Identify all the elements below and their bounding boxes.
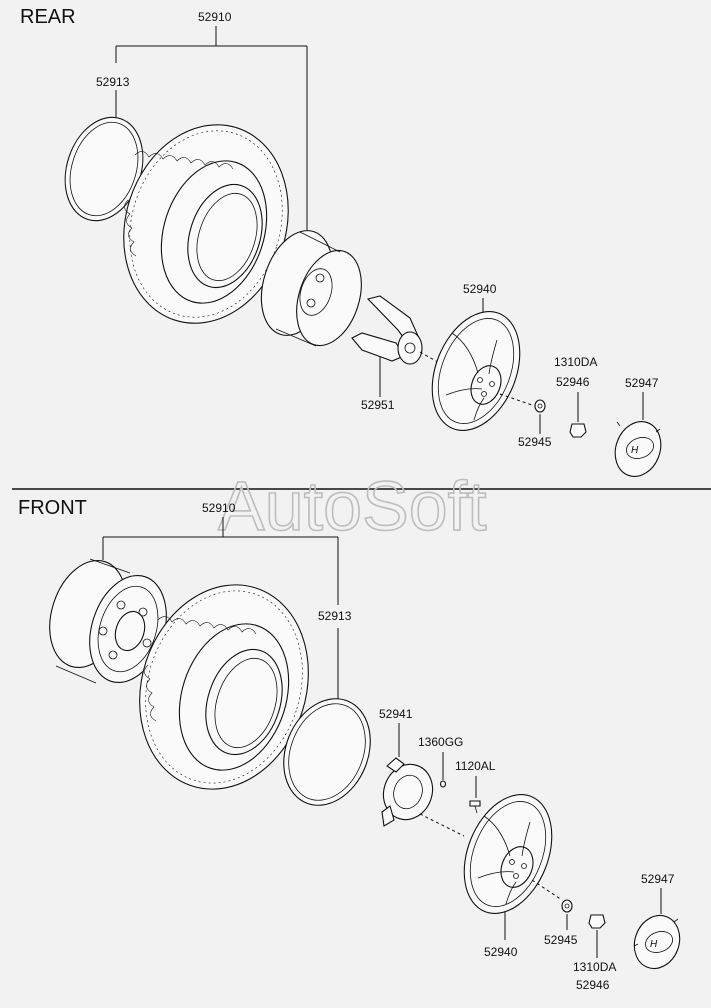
front-label-52941: 52941 bbox=[379, 707, 413, 721]
front-valve-ring bbox=[283, 698, 371, 806]
svg-text:H: H bbox=[631, 445, 639, 456]
front-label-1360GG: 1360GG bbox=[418, 735, 463, 749]
rear-label-52946: 52946 bbox=[556, 375, 590, 389]
front-label-52910: 52910 bbox=[202, 501, 236, 515]
rear-wheel bbox=[260, 230, 362, 347]
front-hub-cap bbox=[463, 794, 553, 914]
front-nut bbox=[588, 914, 606, 929]
rear-hub-cap bbox=[431, 311, 521, 431]
front-label-52940: 52940 bbox=[484, 945, 518, 959]
front-label-52946: 52946 bbox=[576, 978, 610, 992]
rear-tire bbox=[123, 124, 289, 324]
front-screw-1360GG bbox=[439, 780, 447, 788]
front-label-52913: 52913 bbox=[318, 609, 352, 623]
watermark: AutoSoft bbox=[218, 467, 487, 545]
front-leader-52910 bbox=[102, 517, 339, 700]
front-wheel bbox=[49, 558, 167, 684]
rear-label-52910: 52910 bbox=[198, 10, 232, 24]
rear-label-1310DA: 1310DA bbox=[554, 355, 597, 369]
front-bracket bbox=[381, 757, 434, 827]
rear-label-52940: 52940 bbox=[463, 282, 497, 296]
rear-nut bbox=[569, 423, 587, 438]
front-assembly: 52910 52913 bbox=[49, 501, 681, 992]
front-label-52947: 52947 bbox=[641, 872, 675, 886]
front-center-cap: H bbox=[633, 914, 681, 970]
front-tire bbox=[139, 584, 309, 790]
rear-center-cap: H bbox=[614, 421, 662, 477]
front-label-52945: 52945 bbox=[544, 933, 578, 947]
rear-label-52947: 52947 bbox=[625, 376, 659, 390]
front-label-1120AL: 1120AL bbox=[455, 759, 496, 773]
rear-label-52951: 52951 bbox=[361, 398, 395, 412]
rear-bracket bbox=[351, 295, 423, 365]
rear-label-52945: 52945 bbox=[518, 435, 552, 449]
rear-assembly: 52910 52913 bbox=[64, 10, 662, 477]
svg-text:H: H bbox=[650, 939, 658, 950]
front-section-title: FRONT bbox=[18, 497, 87, 519]
front-washer bbox=[561, 899, 573, 913]
rear-section-title: REAR bbox=[20, 6, 76, 28]
front-screw-1120AL bbox=[469, 800, 481, 814]
front-label-1310DA: 1310DA bbox=[573, 960, 616, 974]
rear-label-52913: 52913 bbox=[96, 75, 130, 89]
rear-leader-52910 bbox=[115, 26, 308, 232]
rear-washer bbox=[534, 399, 546, 413]
